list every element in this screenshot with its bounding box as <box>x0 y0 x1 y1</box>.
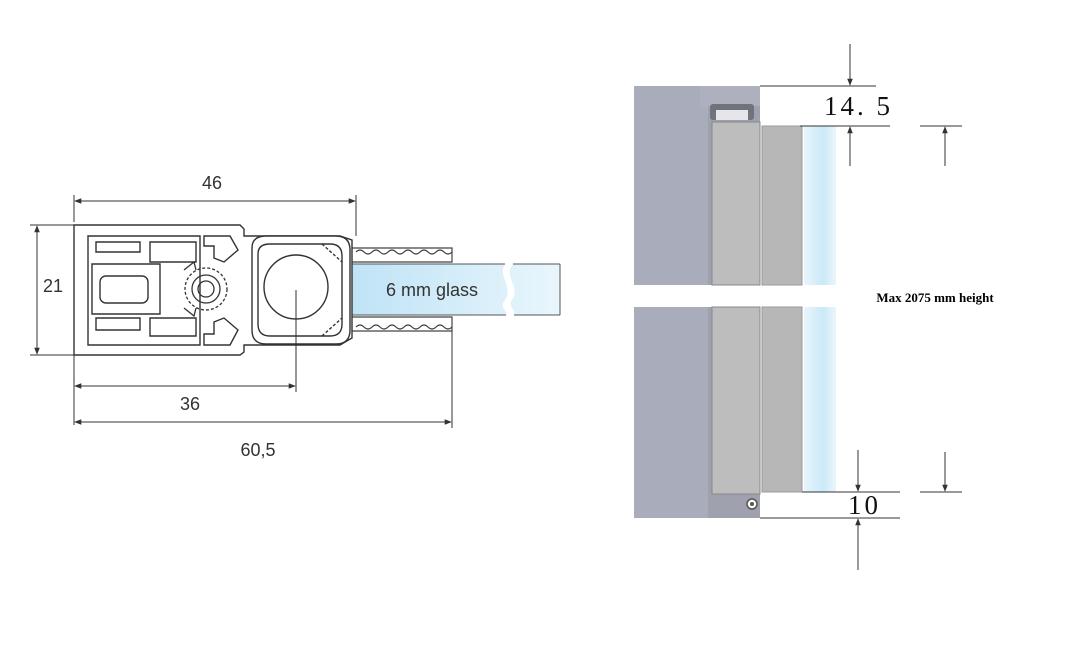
profile-section-drawing: 46 21 36 60,5 6 mm glass <box>30 173 561 460</box>
top-gap-label: 14. 5 <box>824 91 893 121</box>
dim-21-label: 21 <box>43 276 63 296</box>
dimension-14-5: 14. 5 <box>760 44 893 166</box>
glass-pane <box>352 263 561 316</box>
height-indicator: Max 2075 mm height <box>876 125 994 493</box>
dimension-36: 36 <box>73 290 297 425</box>
dim-46-label: 46 <box>202 173 222 193</box>
dimension-46: 46 <box>73 173 357 236</box>
glass-clamp <box>251 235 351 345</box>
glass-gasket <box>352 247 453 332</box>
max-height-note: Max 2075 mm height <box>876 290 994 305</box>
dimension-10: 10 <box>760 450 900 570</box>
wall-upper <box>634 86 836 286</box>
wall-lower <box>634 306 836 518</box>
dimension-21: 21 <box>30 224 74 356</box>
dim-60-5-label: 60,5 <box>240 440 275 460</box>
elevation-drawing: 14. 5 Max 2075 mm height 10 <box>634 44 994 570</box>
dim-36-label: 36 <box>180 394 200 414</box>
pivot-pin <box>183 260 228 318</box>
dimension-60-5: 60,5 <box>74 331 453 460</box>
bottom-gap-label: 10 <box>848 490 881 520</box>
glass-thickness-label: 6 mm glass <box>386 280 478 300</box>
